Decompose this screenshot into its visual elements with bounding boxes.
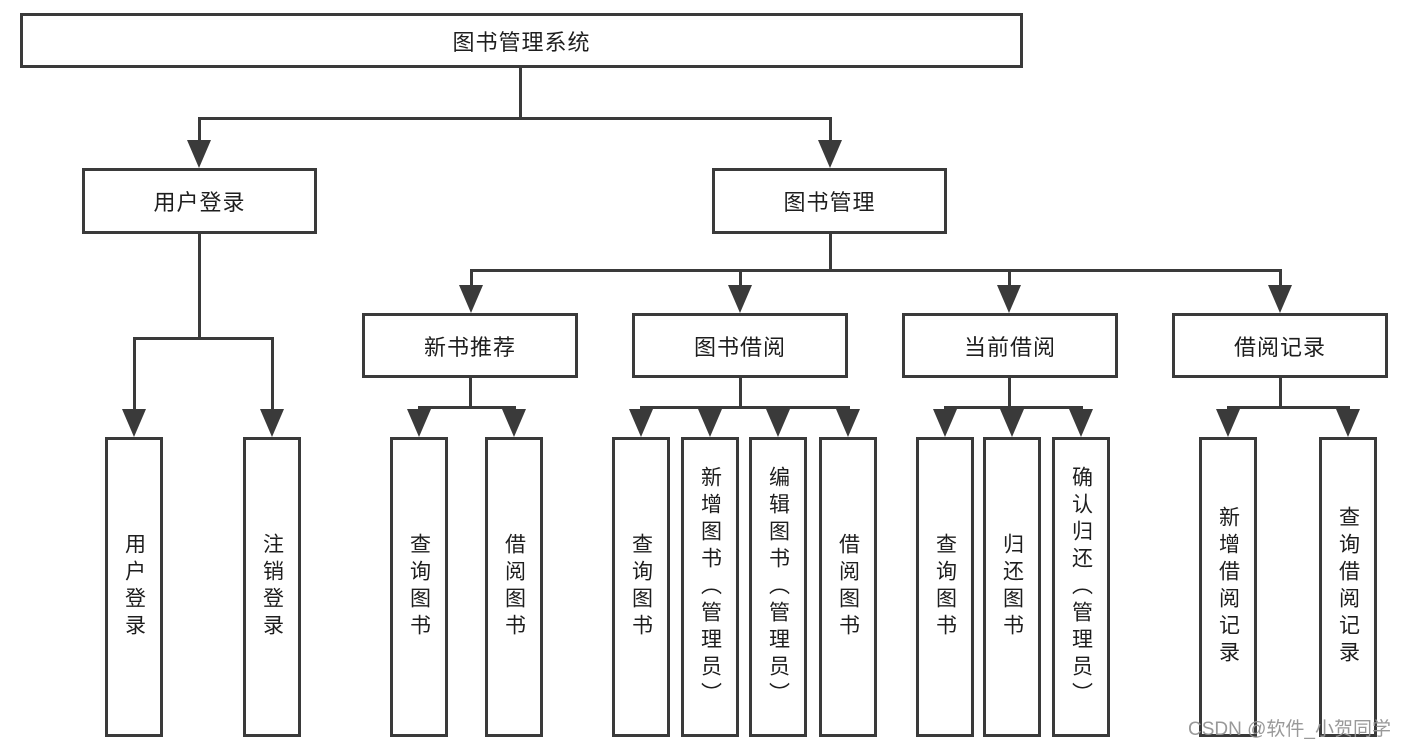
connector-line bbox=[944, 406, 1083, 409]
leaf-return-book-label: 归还图书 bbox=[1000, 533, 1024, 641]
connector-line bbox=[1008, 269, 1011, 287]
connector-line bbox=[133, 337, 274, 340]
node-borrow-records-label: 借阅记录 bbox=[1233, 334, 1326, 360]
leaf-add-book-admin: 新增图书（管理员） bbox=[681, 437, 739, 737]
leaf-confirm-return-admin: 确认归还（管理员） bbox=[1052, 437, 1110, 737]
arrow-down-icon bbox=[629, 409, 653, 437]
node-book-management: 图书管理 bbox=[712, 168, 947, 234]
connector-line bbox=[198, 117, 832, 120]
watermark: CSDN @软件_小贺同学 bbox=[1188, 719, 1391, 740]
connector-line bbox=[519, 68, 522, 120]
arrow-down-icon bbox=[122, 409, 146, 437]
node-book-management-label: 图书管理 bbox=[783, 190, 876, 215]
connector-line bbox=[829, 234, 832, 272]
leaf-query-books-borrow: 查询图书 bbox=[612, 437, 670, 737]
node-root-label: 图书管理系统 bbox=[452, 29, 591, 55]
arrow-down-icon bbox=[1216, 409, 1240, 437]
arrow-down-icon bbox=[997, 285, 1021, 313]
connector-line bbox=[133, 337, 136, 411]
leaf-query-books-current-label: 查询图书 bbox=[933, 533, 957, 641]
arrow-down-icon bbox=[187, 140, 211, 168]
node-current-borrow: 当前借阅 bbox=[902, 313, 1118, 378]
leaf-query-borrow-record-label: 查询借阅记录 bbox=[1336, 506, 1360, 668]
connector-line bbox=[1279, 378, 1282, 409]
connector-line bbox=[470, 269, 1282, 272]
leaf-add-borrow-record-label: 新增借阅记录 bbox=[1216, 506, 1240, 668]
connector-line bbox=[829, 117, 832, 143]
leaf-logout-login-label: 注销登录 bbox=[260, 533, 284, 641]
connector-line bbox=[640, 406, 850, 409]
leaf-query-books-recommend: 查询图书 bbox=[390, 437, 448, 737]
arrow-down-icon bbox=[260, 409, 284, 437]
arrow-down-icon bbox=[502, 409, 526, 437]
connector-line bbox=[739, 378, 742, 409]
node-user-login-label: 用户登录 bbox=[153, 190, 246, 215]
arrow-down-icon bbox=[836, 409, 860, 437]
arrow-down-icon bbox=[933, 409, 957, 437]
connector-line bbox=[1279, 269, 1282, 287]
node-book-borrow-label: 图书借阅 bbox=[693, 334, 786, 360]
connector-line bbox=[1227, 406, 1350, 409]
leaf-add-borrow-record: 新增借阅记录 bbox=[1199, 437, 1257, 737]
node-current-borrow-label: 当前借阅 bbox=[963, 334, 1056, 360]
node-new-book-recommend-label: 新书推荐 bbox=[423, 334, 516, 360]
arrow-down-icon bbox=[1069, 409, 1093, 437]
node-user-login: 用户登录 bbox=[82, 168, 317, 234]
node-new-book-recommend: 新书推荐 bbox=[362, 313, 578, 378]
node-borrow-records: 借阅记录 bbox=[1172, 313, 1388, 378]
leaf-query-books-borrow-label: 查询图书 bbox=[629, 533, 653, 641]
connector-line bbox=[739, 269, 742, 287]
connector-line bbox=[469, 378, 472, 409]
connector-line bbox=[418, 406, 516, 409]
connector-line bbox=[271, 337, 274, 411]
leaf-confirm-return-admin-label: 确认归还（管理员） bbox=[1069, 465, 1093, 709]
arrow-down-icon bbox=[1268, 285, 1292, 313]
arrow-down-icon bbox=[698, 409, 722, 437]
leaf-borrow-books-borrow-label: 借阅图书 bbox=[836, 533, 860, 641]
leaf-user-login: 用户登录 bbox=[105, 437, 163, 737]
node-book-borrow: 图书借阅 bbox=[632, 313, 848, 378]
arrow-down-icon bbox=[766, 409, 790, 437]
node-root: 图书管理系统 bbox=[20, 13, 1023, 68]
leaf-logout-login: 注销登录 bbox=[243, 437, 301, 737]
connector-line bbox=[1008, 378, 1011, 409]
connector-line bbox=[470, 269, 473, 287]
leaf-query-books-recommend-label: 查询图书 bbox=[407, 533, 431, 641]
leaf-user-login-label: 用户登录 bbox=[122, 533, 146, 641]
leaf-borrow-books-borrow: 借阅图书 bbox=[819, 437, 877, 737]
arrow-down-icon bbox=[459, 285, 483, 313]
arrow-down-icon bbox=[407, 409, 431, 437]
leaf-return-book: 归还图书 bbox=[983, 437, 1041, 737]
connector-line bbox=[198, 234, 201, 340]
leaf-edit-book-admin: 编辑图书（管理员） bbox=[749, 437, 807, 737]
arrow-down-icon bbox=[1000, 409, 1024, 437]
connector-line bbox=[198, 117, 201, 143]
arrow-down-icon bbox=[728, 285, 752, 313]
leaf-query-borrow-record: 查询借阅记录 bbox=[1319, 437, 1377, 737]
leaf-query-books-current: 查询图书 bbox=[916, 437, 974, 737]
leaf-borrow-books-recommend-label: 借阅图书 bbox=[502, 533, 526, 641]
arrow-down-icon bbox=[1336, 409, 1360, 437]
leaf-edit-book-admin-label: 编辑图书（管理员） bbox=[766, 465, 790, 709]
arrow-down-icon bbox=[818, 140, 842, 168]
leaf-borrow-books-recommend: 借阅图书 bbox=[485, 437, 543, 737]
leaf-add-book-admin-label: 新增图书（管理员） bbox=[698, 465, 722, 709]
